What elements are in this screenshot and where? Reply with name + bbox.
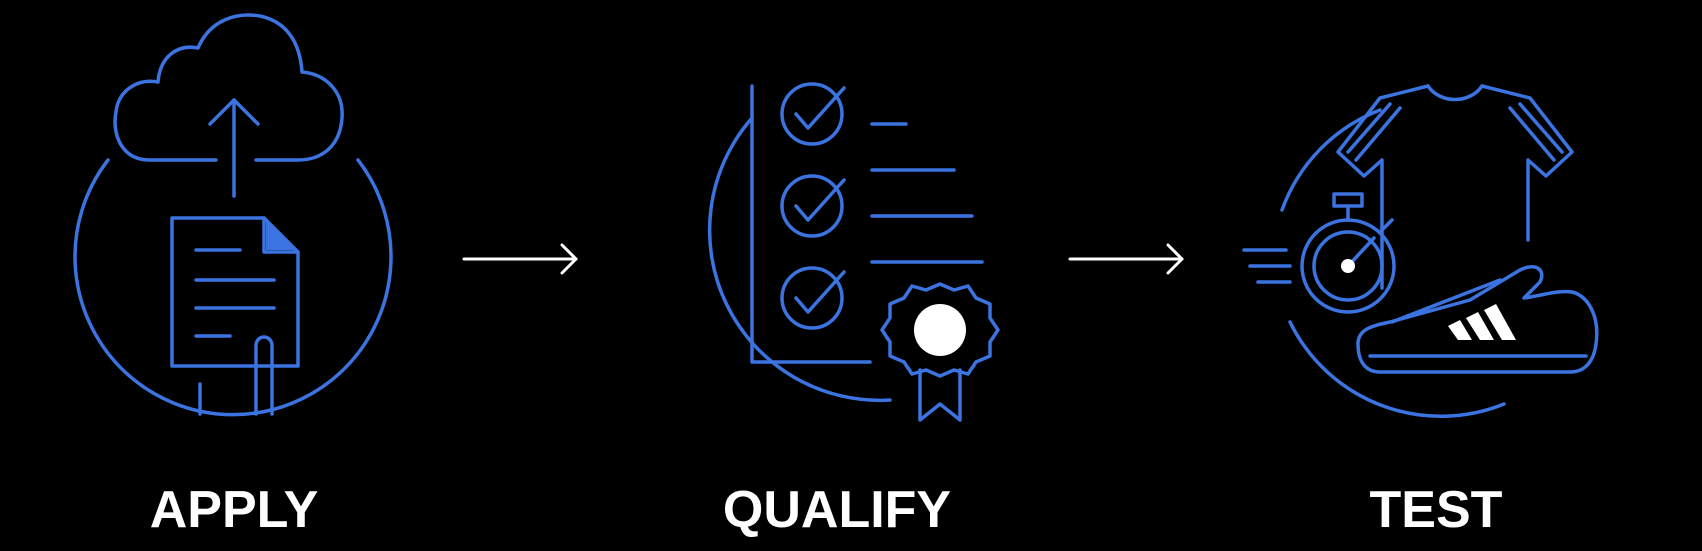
arrow-right-icon — [1068, 243, 1184, 275]
stopwatch-shirt-sneaker-icon — [1242, 84, 1599, 419]
step-label-qualify: QUALIFY — [722, 481, 952, 539]
arrow-right-icon — [462, 243, 578, 275]
step-label-test: TEST — [1369, 481, 1503, 539]
checklist-certificate-icon — [707, 82, 1000, 422]
step-label-apply: APPLY — [149, 481, 319, 539]
cloud-upload-document-icon — [73, 13, 393, 417]
